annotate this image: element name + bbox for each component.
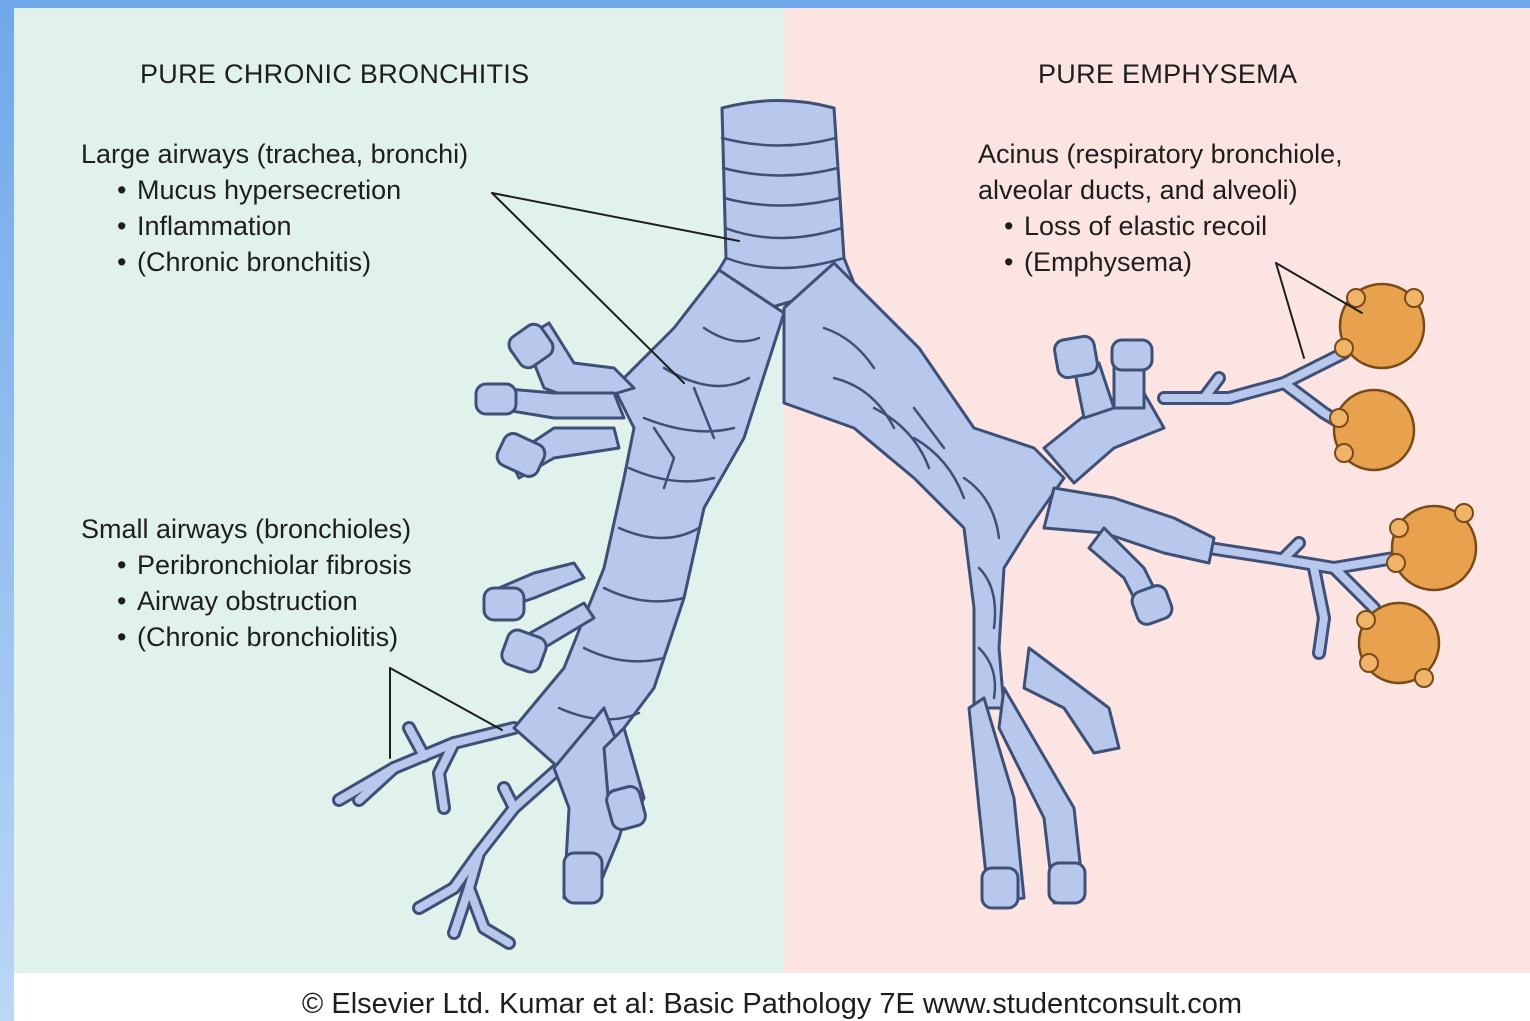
large-airways-item: (Chronic bronchitis) <box>117 244 504 280</box>
leader-line-mucus-trachea <box>492 193 739 241</box>
acinus-item: Loss of elastic recoil <box>1004 208 1369 244</box>
large-airways-title: Large airways (trachea, bronchi) <box>81 136 468 172</box>
acinus-title-line-2: alveolar ducts, and alveoli) <box>978 172 1343 208</box>
chronic-bronchitis-heading: PURE CHRONIC BRONCHITIS <box>140 56 529 92</box>
right-branch-stub-2 <box>1112 340 1152 370</box>
acinus-title-line-1: Acinus (respiratory bronchiole, <box>978 136 1343 172</box>
alveoli-clusters <box>1330 284 1476 687</box>
acinus-item: (Emphysema) <box>1004 244 1369 280</box>
right-lower-bronchus-3 <box>1024 648 1119 753</box>
small-airways-title: Small airways (bronchioles) <box>81 511 411 547</box>
right-branch-stub-1 <box>1053 335 1099 379</box>
small-airways-block: Small airways (bronchioles) Peribronchio… <box>81 511 411 655</box>
large-airways-item: Inflammation <box>117 208 504 244</box>
large-airways-block: Large airways (trachea, bronchi) Mucus h… <box>81 136 468 280</box>
copyright-caption: © Elsevier Ltd. Kumar et al: Basic Patho… <box>14 988 1530 1021</box>
leader-line-bronchiolitis-1 <box>390 668 502 730</box>
left-bronchioles-fill <box>339 728 559 943</box>
small-airways-item: Peribronchiolar fibrosis <box>117 547 447 583</box>
small-airways-item: Airway obstruction <box>117 583 447 619</box>
large-airways-item: Mucus hypersecretion <box>117 172 504 208</box>
left-branch-stub-6 <box>564 853 602 903</box>
right-branch-stub-4 <box>982 868 1018 908</box>
left-branch-stub-4 <box>484 588 524 620</box>
acinus-block: Acinus (respiratory bronchiole, alveolar… <box>978 136 1343 280</box>
small-airways-item: (Chronic bronchiolitis) <box>117 619 447 655</box>
figure: PURE CHRONIC BRONCHITIS Large airways (t… <box>14 8 1530 1021</box>
left-branch-stub-2 <box>476 384 516 414</box>
emphysema-heading: PURE EMPHYSEMA <box>1038 56 1297 92</box>
right-branch-stub-5 <box>1049 863 1085 903</box>
